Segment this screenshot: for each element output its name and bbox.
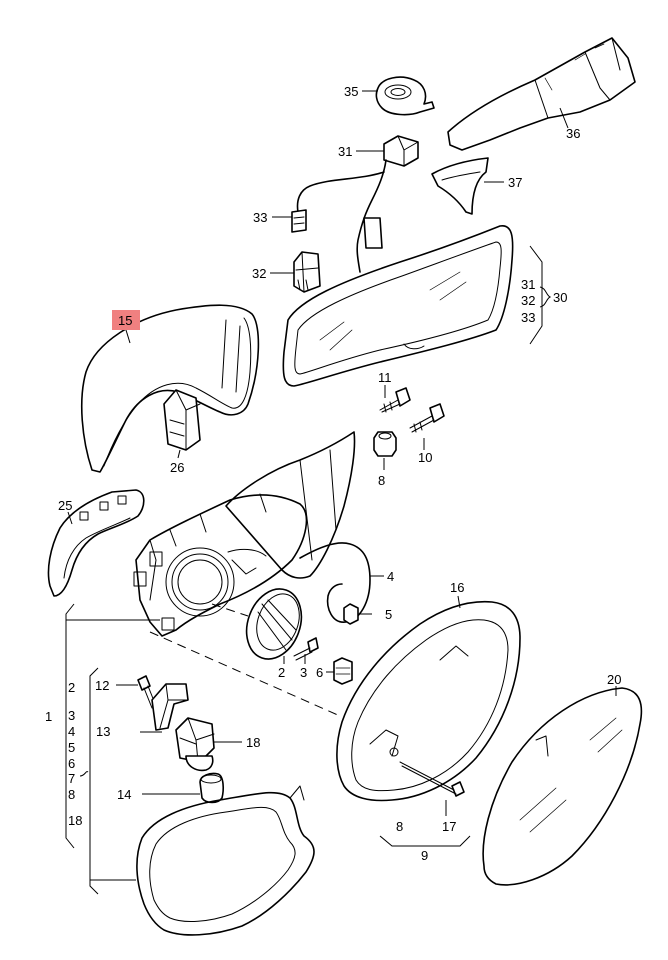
part-11-screw <box>379 387 411 413</box>
group-30-bracket: 31 32 33 30 <box>521 245 567 345</box>
part-13-bracket <box>151 683 189 731</box>
part-33-small-connector <box>291 209 307 233</box>
leader-25 <box>67 511 73 525</box>
label-1-8: 8 <box>68 787 75 802</box>
part-1-housing-assembly <box>133 493 308 637</box>
label-30-32: 32 <box>521 293 535 308</box>
label-30: 30 <box>553 290 567 305</box>
part-lower-cover <box>136 785 315 936</box>
part-15-mirror-cap <box>80 304 260 473</box>
group-1-bracket: 1 2 3 4 5 6 7 8 18 <box>45 603 160 895</box>
part-30-rearview-mirror <box>282 225 514 387</box>
group-9-bracket: 8 17 9 <box>379 819 471 863</box>
part-8-spacer-sleeve <box>373 431 397 457</box>
label-9: 9 <box>421 848 428 863</box>
label-9-17: 17 <box>442 819 456 834</box>
label-4: 4 <box>387 569 394 584</box>
label-36: 36 <box>566 126 580 141</box>
part-35-sensor <box>375 76 435 116</box>
part-20-mirror-glass <box>482 687 643 886</box>
leader-36 <box>559 107 569 129</box>
part-17-screw <box>399 761 465 797</box>
label-20: 20 <box>607 672 621 687</box>
label-1-2: 2 <box>68 680 75 695</box>
label-26: 26 <box>170 460 184 475</box>
label-11: 11 <box>378 370 392 385</box>
label-1-6: 6 <box>68 756 75 771</box>
leader-15 <box>125 329 131 344</box>
label-3: 3 <box>300 665 307 680</box>
label-15-highlight <box>112 310 140 330</box>
part-10-screw <box>409 403 445 433</box>
part-18-lamp-unit <box>175 717 215 772</box>
label-6a: 6 <box>316 665 323 680</box>
label-16: 16 <box>450 580 464 595</box>
label-12: 12 <box>95 678 109 693</box>
part-5-grommet <box>343 603 359 625</box>
label-5: 5 <box>385 607 392 622</box>
label-31a: 31 <box>338 144 352 159</box>
part-32-plug-housing <box>293 251 321 293</box>
label-13: 13 <box>96 724 110 739</box>
label-37: 37 <box>508 175 522 190</box>
label-30-33: 33 <box>521 310 535 325</box>
part-31-wiring-connector <box>296 135 419 273</box>
label-35: 35 <box>344 84 358 99</box>
part-14-seal-ring <box>199 772 224 804</box>
label-25: 25 <box>58 498 72 513</box>
label-8a: 8 <box>378 473 385 488</box>
label-1-18: 18 <box>68 813 82 828</box>
label-33a: 33 <box>253 210 267 225</box>
assembly-axis <box>149 631 341 717</box>
part-2-mirror-motor <box>245 588 303 660</box>
part-6-connector-block <box>333 657 353 685</box>
part-37-cover-bracket <box>431 157 489 215</box>
label-1-3: 3 <box>68 708 75 723</box>
part-3-screw <box>293 637 319 661</box>
label-30-31: 31 <box>521 277 535 292</box>
part-16-mirror-housing <box>336 600 521 802</box>
assembly-axis-upper <box>211 603 249 617</box>
leader-26 <box>177 449 181 459</box>
label-18: 18 <box>246 735 260 750</box>
part-36-trim-strip <box>447 37 636 151</box>
label-1-4: 4 <box>68 724 75 739</box>
label-10: 10 <box>418 450 432 465</box>
leader-16 <box>457 595 461 609</box>
part-25-bracket-strip <box>47 489 145 597</box>
label-9-8: 8 <box>396 819 403 834</box>
label-2a: 2 <box>278 665 285 680</box>
part-4-wiring-harness <box>299 542 371 623</box>
part-26-clip <box>163 389 201 451</box>
label-1-7: 7 <box>68 771 75 786</box>
label-1: 1 <box>45 709 52 724</box>
label-14: 14 <box>117 787 131 802</box>
label-32a: 32 <box>252 266 266 281</box>
label-1-5: 5 <box>68 740 75 755</box>
part-mirror-base <box>225 431 356 579</box>
label-15: 15 <box>118 313 132 328</box>
